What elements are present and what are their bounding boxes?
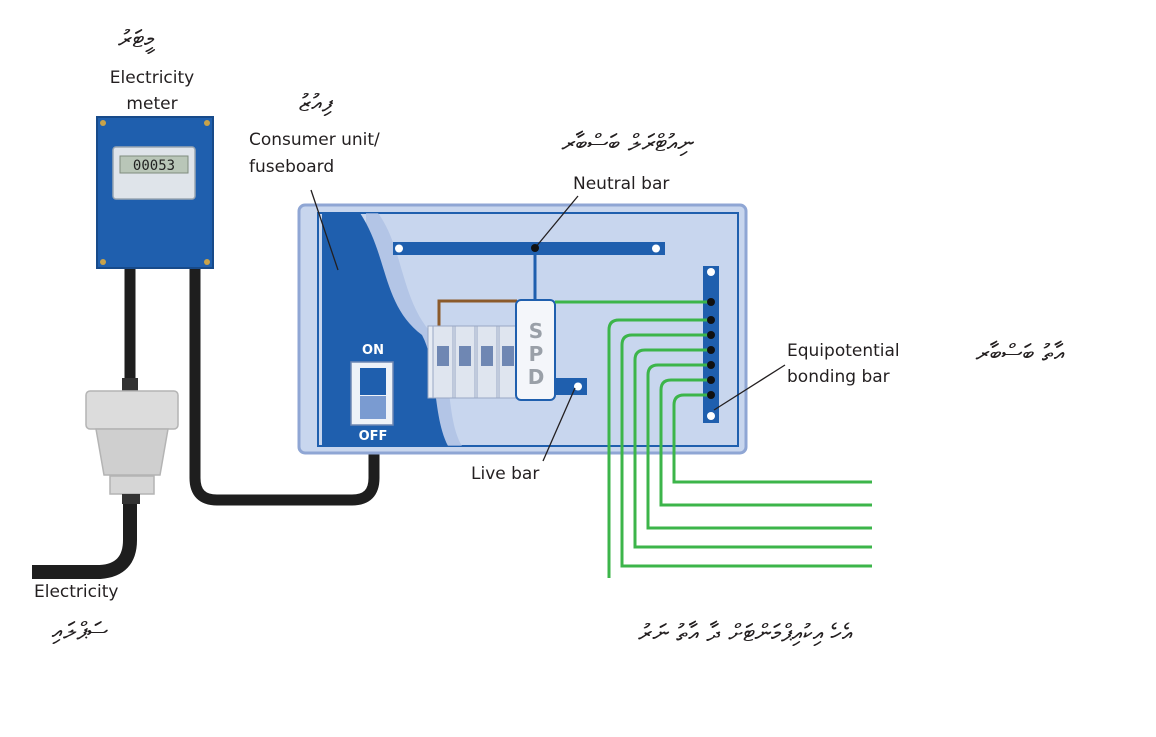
service-cutout [85,378,179,504]
earth-wires-label-dv: އެހެ އިކުއިޕްމަންޓަށް ދާ އާތު ނަރު [638,619,852,647]
supply-cable [32,498,137,579]
live-bar [555,378,587,395]
electricity-meter: 00053 [96,116,214,269]
green-earth-wires [555,300,872,578]
supply-label-dv: ސަޕްލައި [51,617,109,645]
consumer-unit-label-line2: fuseboard [249,157,335,177]
bonding-terminals [707,298,715,399]
meter-to-consumer-unit-cable [189,262,380,506]
consumer-unit: ON OFF S P D [297,203,748,455]
equipotential-label-line1: Equipotential [787,341,900,361]
consumer-unit-label-line1: Consumer unit/ [249,130,380,150]
spd-label-s: S [529,319,543,343]
neutral-bar-label-dv: ނިއުޓްރަލް ބަސްބާރ [561,129,695,157]
meter-label-line1: Electricity [109,68,195,88]
consumer-unit-leader [310,189,339,271]
equipotential-label-line2: bonding bar [787,367,890,387]
supply-label: Electricity [34,582,119,602]
live-bar-label: Live bar [471,464,540,484]
spd-label-p: P [529,342,544,366]
brown-live-wire [437,299,517,330]
meter-label-dv: މީޓަރު [118,25,154,53]
equipotential-bonding-bar [703,266,719,423]
live-bar-leader [542,387,576,462]
neutral-bar-leader [534,195,579,249]
neutral-bar [393,242,665,255]
circuit-breakers [427,325,519,399]
meter-display: 00053 [133,158,175,174]
switch-on-label: ON [362,343,384,358]
neutral-bar-label: Neutral bar [573,174,670,194]
equipotential-leader [713,364,786,411]
switch-off-label: OFF [359,429,388,444]
meter-label-line2: meter [126,94,178,114]
spd-device [515,299,556,401]
spd-label-d: D [528,365,545,389]
consumer-unit-label-dv: ފިއުޒު [298,89,334,117]
equipotential-label-dv: އާތު ބަސްބާރ [975,339,1065,367]
